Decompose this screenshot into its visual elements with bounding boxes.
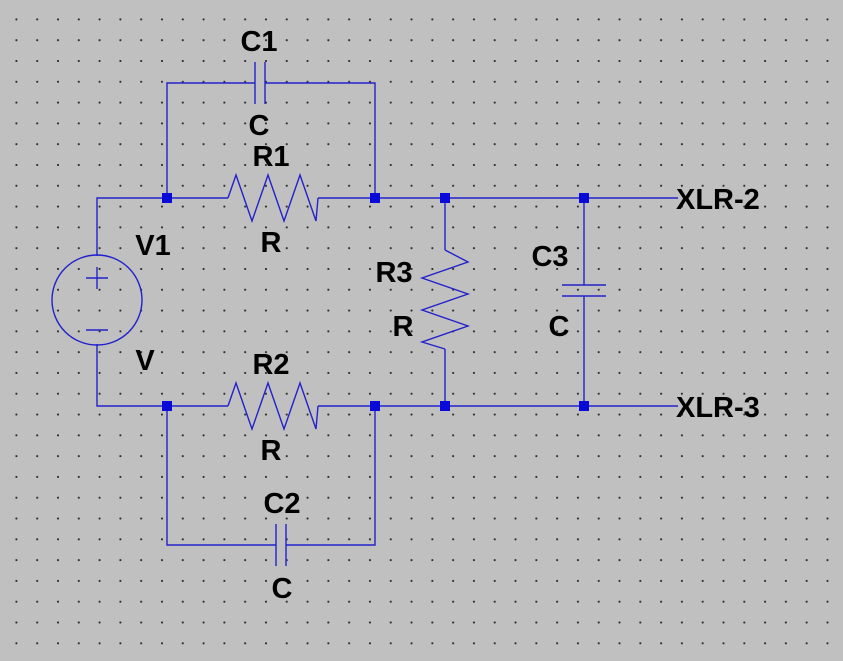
wire-v1-top	[96, 197, 228, 256]
wire-v1-bottom	[96, 344, 228, 407]
junction-node[interactable]	[440, 193, 450, 203]
c2-value-label: C	[272, 573, 293, 605]
capacitor-c3[interactable]	[562, 284, 606, 297]
wire-c1-right	[265, 82, 376, 198]
r1-value-label: R	[261, 227, 282, 259]
v1-name-label: V1	[135, 230, 170, 262]
capacitor-c1[interactable]	[254, 62, 266, 104]
junction-nodes	[162, 193, 589, 411]
c1-name-label: C1	[240, 26, 277, 58]
wires	[96, 82, 678, 546]
junction-node[interactable]	[370, 401, 380, 411]
v1-value-label: V	[135, 345, 155, 377]
r1-name-label: R1	[252, 141, 289, 173]
junction-node[interactable]	[440, 401, 450, 411]
voltage-source-v1[interactable]	[51, 254, 143, 346]
junction-node[interactable]	[579, 401, 589, 411]
labels: C1 C R1 R V1 V R3 R C3 C R2 R C2 C XLR-2…	[135, 26, 760, 605]
junction-node[interactable]	[162, 193, 172, 203]
wire-c2-right	[286, 406, 376, 546]
c2-name-label: C2	[263, 488, 300, 520]
junction-node[interactable]	[370, 193, 380, 203]
resistor-r1[interactable]	[227, 172, 319, 224]
c3-name-label: C3	[531, 241, 568, 273]
r3-value-label: R	[393, 311, 414, 343]
voltage-source-circle	[51, 254, 143, 346]
capacitor-c2[interactable]	[275, 524, 287, 566]
resistor-r3[interactable]	[419, 249, 471, 350]
wire-c2-left	[166, 406, 276, 546]
resistor-r2[interactable]	[227, 380, 319, 432]
port-xlr-3-label: XLR-3	[676, 392, 760, 424]
c3-value-label: C	[549, 311, 570, 343]
junction-node[interactable]	[579, 193, 589, 203]
c1-value-label: C	[249, 110, 270, 142]
r3-name-label: R3	[375, 257, 412, 289]
port-xlr-2-label: XLR-2	[676, 184, 760, 216]
r2-name-label: R2	[252, 349, 289, 381]
r2-value-label: R	[261, 435, 282, 467]
junction-node[interactable]	[162, 401, 172, 411]
wire-c1-left	[166, 82, 255, 198]
